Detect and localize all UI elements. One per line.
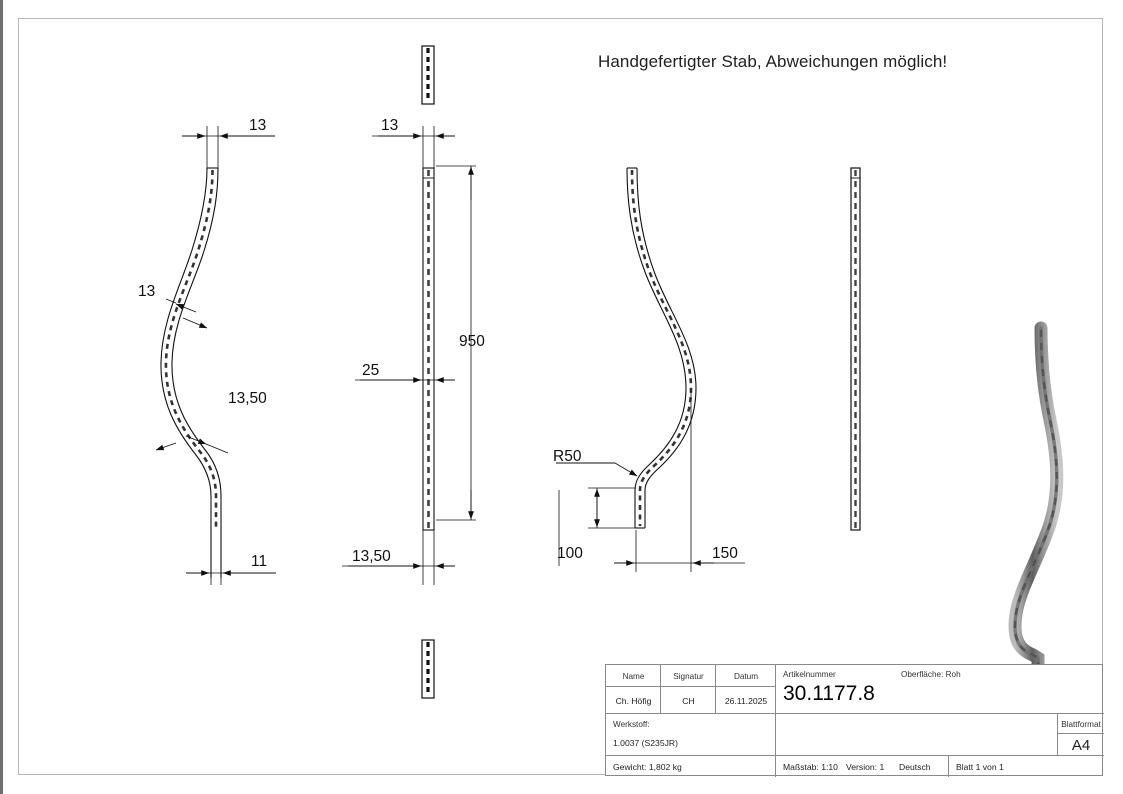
dim-side-mid-width: 25 (362, 362, 380, 379)
label-artikelnummer: Artikelnummer (783, 670, 836, 679)
title-block: Name Signatur Datum Ch. Höfig CH 26.11.2… (605, 664, 1104, 777)
value-blatt: Blatt 1 von 1 (956, 762, 1004, 772)
value-signatur: CH (682, 696, 695, 706)
label-name: Name (622, 672, 645, 681)
label-signatur: Signatur (673, 672, 704, 681)
dim-bend-radius: R50 (553, 448, 582, 465)
cell-datum-value (716, 687, 776, 714)
dim-bend-offset-horizontal: 150 (712, 545, 738, 562)
dim-front-mid-lower: 13,50 (228, 390, 267, 407)
dim-side-bottom-width: 13,50 (352, 548, 391, 565)
value-artikelnummer: 30.1177.8 (783, 682, 875, 705)
cell-blattformat-header (1058, 714, 1104, 734)
cell-version-sprache (876, 756, 949, 777)
value-sprache: Deutsch (899, 762, 931, 772)
dim-bend-offset-vertical: 100 (557, 545, 583, 562)
dim-front-bottom-width: 11 (251, 553, 268, 570)
dim-side-height: 950 (459, 333, 485, 350)
cell-name-value (606, 687, 661, 714)
cell-name-header (606, 665, 661, 687)
isometric-render (1008, 321, 1064, 707)
cell-werkstoff-fill (776, 714, 1058, 756)
label-datum: Datum (733, 672, 759, 681)
value-massstab: Maßstab: 1:10 (783, 762, 838, 772)
cell-signatur-value (661, 687, 716, 714)
cell-blattformat-value (1058, 734, 1104, 756)
drawing-note: Handgefertigter Stab, Abweichungen mögli… (598, 52, 948, 71)
value-gewicht: Gewicht: 1,802 kg (613, 762, 682, 772)
sheet-left-edge (0, 0, 3, 794)
cell-werkstoff (606, 714, 776, 756)
label-blattformat: Blattformat (1061, 720, 1101, 729)
dim-front-mid-upper: 13 (138, 283, 156, 300)
label-oberflaeche: Oberfläche: Roh (901, 670, 961, 679)
cell-artikelnummer (776, 665, 1104, 714)
value-blattformat: A4 (1071, 737, 1091, 754)
dim-front-top-width: 13 (249, 117, 267, 134)
label-werkstoff: Werkstoff: (613, 720, 650, 729)
sheet-border (18, 18, 1103, 775)
dim-side-top-width: 13 (381, 117, 399, 134)
value-datum: 26.11.2025 (724, 696, 768, 706)
value-version: Version: 1 (846, 762, 885, 772)
value-name: Ch. Höfig (615, 696, 652, 706)
cell-datum-header (716, 665, 776, 687)
value-werkstoff: 1.0037 (S235JR) (613, 738, 678, 748)
cell-gewicht (606, 756, 776, 777)
cell-signatur-header (661, 665, 716, 687)
